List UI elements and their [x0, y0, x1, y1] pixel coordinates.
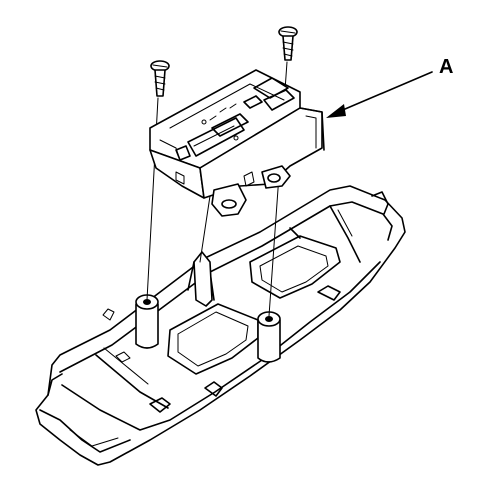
mounting-boss-left [135, 294, 159, 349]
lower-tray-housing [35, 185, 406, 466]
callout-arrow [326, 71, 433, 118]
callout-label-a: A [439, 56, 454, 78]
mounting-boss-right [257, 311, 281, 363]
switch-module-a [149, 69, 325, 217]
screw-left [150, 60, 170, 97]
screw-right [278, 26, 298, 61]
